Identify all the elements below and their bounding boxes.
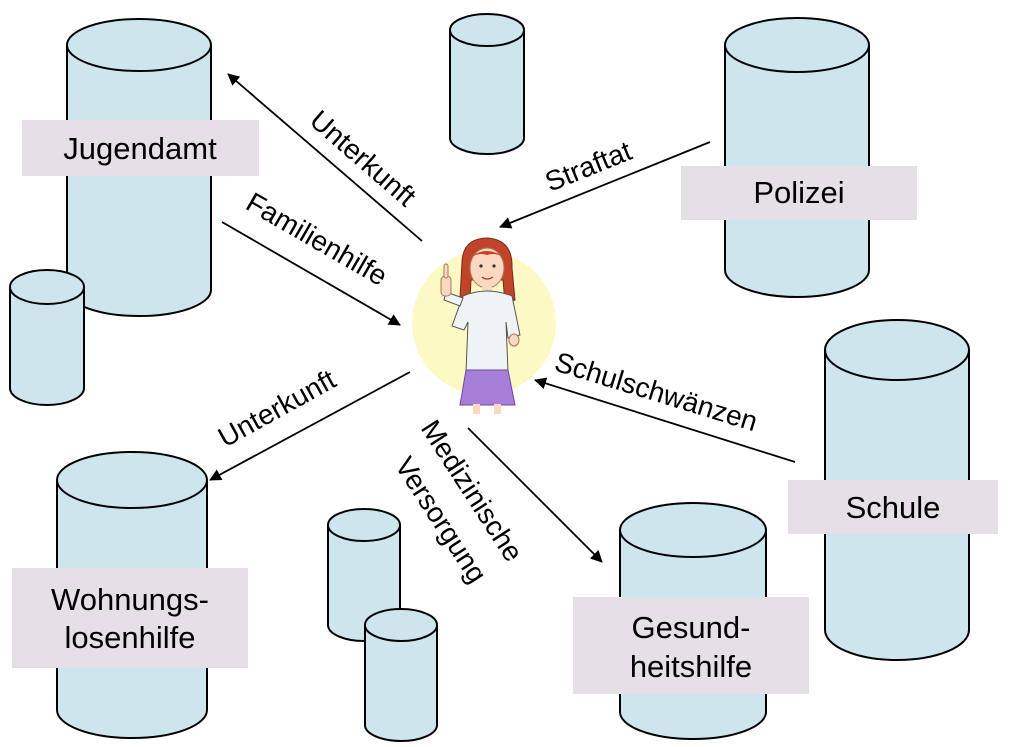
label-gesundheitshilfe: Gesund- heitshilfe — [573, 597, 809, 694]
arrow-unterkunft-to-wohnungslosenhilfe — [209, 371, 411, 481]
girl-pointing-finger-icon — [440, 237, 521, 414]
svg-text:Gesund-: Gesund- — [632, 610, 751, 645]
label-wohnungslosenhilfe: Wohnungs- losenhilfe — [12, 568, 248, 668]
cylinder-polizei — [724, 17, 870, 298]
cylinder-small-top-left — [9, 269, 85, 406]
arrow-straftat-to-child — [499, 141, 711, 229]
svg-text:losenhilfe: losenhilfe — [65, 620, 196, 655]
label-jugendamt: Jugendamt — [22, 120, 259, 176]
label-schule: Schule — [788, 480, 998, 534]
arrow-familienhilfe-to-child — [221, 221, 401, 326]
svg-text:Jugendamt: Jugendamt — [63, 131, 217, 166]
svg-text:Wohnungs-: Wohnungs- — [51, 582, 209, 617]
relation-unterkunft-top: Unterkunft — [304, 104, 422, 212]
relation-unterkunft-bottom: Unterkunft — [213, 363, 341, 453]
svg-text:heitshilfe: heitshilfe — [630, 649, 752, 684]
cylinder-small-top-center — [449, 13, 525, 155]
label-polizei: Polizei — [681, 166, 917, 220]
relation-straftat: Straftat — [541, 135, 637, 198]
arrow-medizinische-to-gesundheitshilfe — [467, 427, 603, 563]
child-figure — [412, 237, 556, 414]
cylinder-small-bottom-b — [364, 608, 438, 742]
arrow-unterkunft-to-jugendamt — [227, 73, 423, 242]
cylinder-jugendamt — [66, 18, 212, 317]
relation-schulschwaenzen: Schulschwänzen — [551, 346, 761, 437]
svg-text:Schule: Schule — [846, 490, 941, 525]
svg-text:Polizei: Polizei — [753, 175, 844, 210]
arrow-schulschwaenzen-to-child — [534, 377, 796, 463]
